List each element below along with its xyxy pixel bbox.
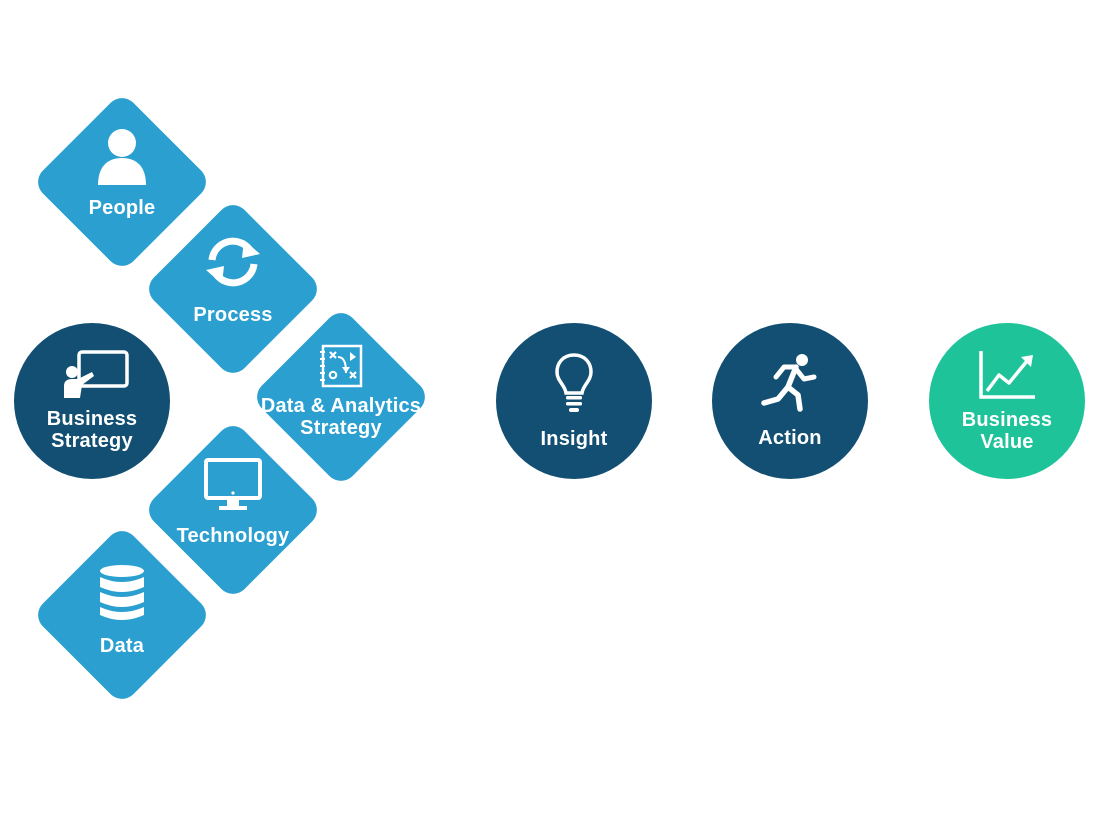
technology-label: Technology xyxy=(176,525,290,547)
action-label: Action xyxy=(758,427,822,449)
refresh-cycle-icon xyxy=(200,234,266,290)
action-node: Action xyxy=(712,323,868,479)
data-node: Data xyxy=(62,560,182,660)
monitor-icon xyxy=(203,457,263,513)
growth-chart-icon xyxy=(977,349,1037,401)
strategy-board-icon xyxy=(318,343,364,389)
data-analytics-strategy-label-line1: Data & Analytics xyxy=(260,395,422,417)
presentation-board-icon xyxy=(62,350,130,402)
database-icon xyxy=(97,563,147,623)
process-label: Process xyxy=(193,304,273,326)
technology-node: Technology xyxy=(168,452,298,552)
process-node: Process xyxy=(173,230,293,330)
insight-node: Insight xyxy=(496,323,652,479)
data-analytics-strategy-label-line2: Strategy xyxy=(300,417,382,439)
people-label: People xyxy=(88,197,156,219)
lightbulb-icon xyxy=(554,352,594,414)
running-person-icon xyxy=(758,353,822,413)
business-value-label-line2: Value xyxy=(980,431,1034,453)
business-strategy-node: Business Strategy xyxy=(14,323,170,479)
data-label: Data xyxy=(99,635,145,657)
business-strategy-label-line1: Business xyxy=(46,408,138,430)
business-value-label-line1: Business xyxy=(961,409,1053,431)
business-value-node: Business Value xyxy=(929,323,1085,479)
person-icon xyxy=(95,125,149,187)
data-analytics-strategy-node: Data & Analytics Strategy xyxy=(256,336,426,446)
business-strategy-label-line2: Strategy xyxy=(51,430,133,452)
insight-label: Insight xyxy=(540,428,608,450)
people-node: People xyxy=(62,117,182,227)
